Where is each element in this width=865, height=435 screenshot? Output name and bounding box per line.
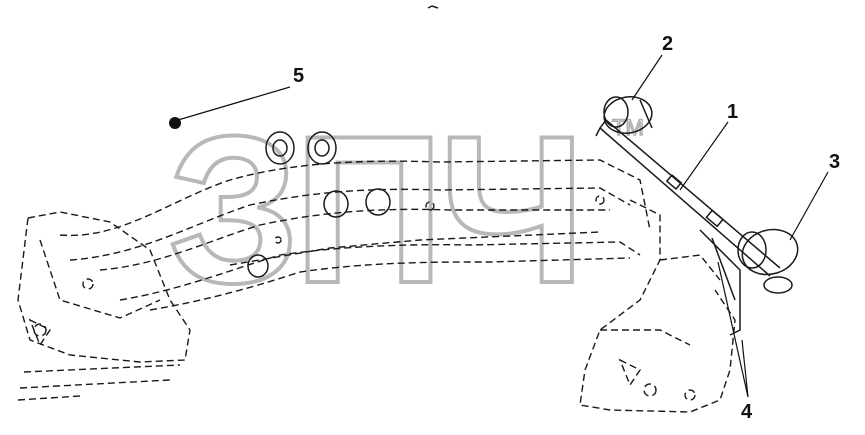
part-5-marker (169, 117, 181, 129)
callout-1: 1 (727, 101, 738, 123)
curved-frame-beams (59, 159, 651, 311)
part-4-lower-bracket (699, 229, 741, 336)
svg-text:ЗПЧ: ЗПЧ (168, 92, 580, 327)
part-2-upper-cylinder (603, 96, 653, 134)
callout-5: 5 (293, 65, 304, 87)
leader-lines (177, 54, 829, 398)
part-3-lower-cylinder (737, 228, 799, 294)
left-frame-bracket (17, 211, 191, 401)
roller-fixtures (247, 131, 605, 278)
right-frame-leg (579, 199, 736, 413)
callout-4: 4 (741, 401, 753, 423)
top-artifact (427, 5, 439, 9)
callout-3: 3 (829, 151, 840, 173)
part-1-support-bar (595, 119, 781, 277)
callout-2: 2 (662, 33, 673, 55)
callout-labels: 1 2 3 4 5 (293, 33, 840, 423)
